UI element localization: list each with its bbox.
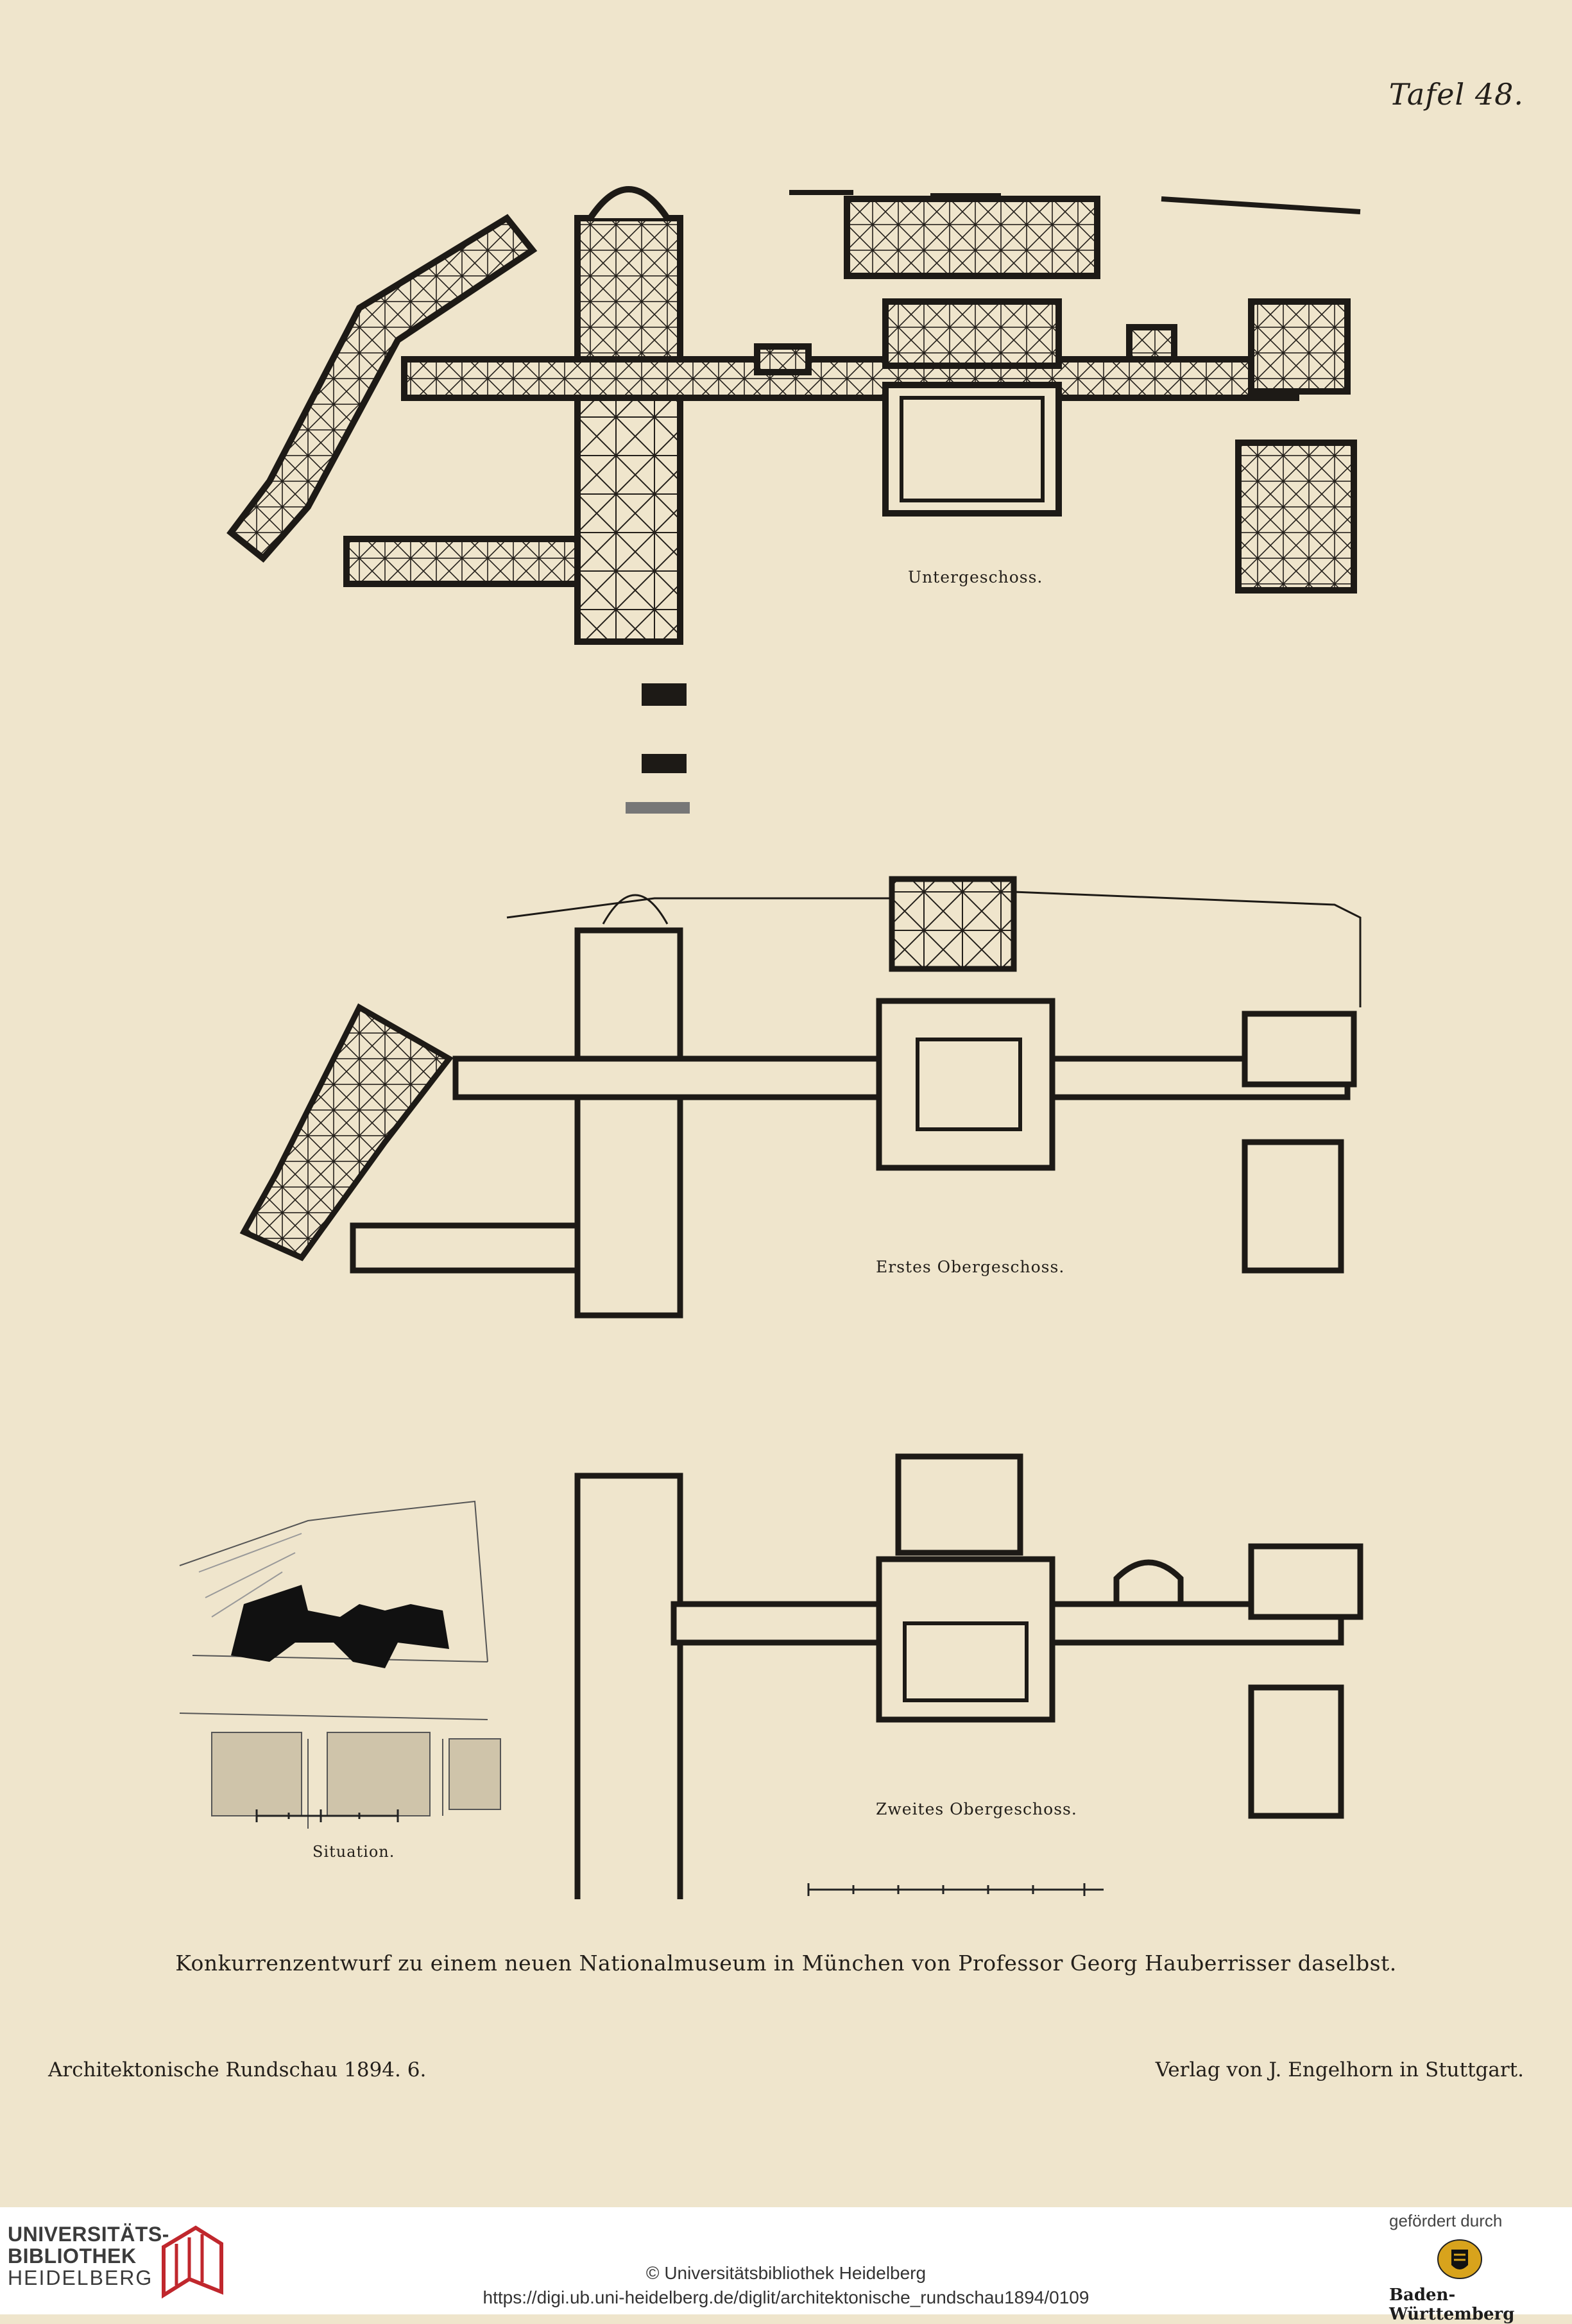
library-name-line3: HEIDELBERG bbox=[8, 2266, 153, 2289]
floor-label: Erstes Obergeschoss. bbox=[876, 1258, 1065, 1276]
floor-label: Untergeschoss. bbox=[908, 568, 1043, 586]
plate-number: Tafel 48. bbox=[1388, 77, 1524, 112]
floor-plan-drawing bbox=[226, 186, 1361, 814]
journal-reference: Architektonische Rundschau 1894. 6. bbox=[48, 2058, 427, 2081]
publisher-note: Verlag von J. Engelhorn in Stuttgart. bbox=[1155, 2058, 1524, 2081]
situation-label: Situation. bbox=[312, 1843, 395, 1861]
floor-label: Zweites Obergeschoss. bbox=[876, 1800, 1077, 1818]
floor-plan-erstes-obergeschoss: Erstes Obergeschoss. bbox=[0, 853, 1572, 1367]
floor-plan-zweites-obergeschoss: Zweites Obergeschoss. Situation. bbox=[0, 1450, 1572, 1899]
floor-plan-untergeschoss: Untergeschoss. bbox=[0, 148, 1572, 828]
copyright-notice: © Universitätsbibliothek Heidelberg bbox=[645, 2263, 927, 2283]
floor-plan-drawing bbox=[179, 1453, 1363, 1899]
library-book-icon bbox=[162, 2225, 223, 2299]
library-name-line2: BIBLIOTHEK bbox=[8, 2244, 137, 2268]
situation-map bbox=[179, 1500, 501, 1829]
permalink-url[interactable]: https://digi.ub.uni-heidelberg.de/diglit… bbox=[483, 2287, 1089, 2307]
library-logo[interactable]: UNIVERSITÄTS- BIBLIOTHEK HEIDELBERG bbox=[0, 2207, 269, 2314]
floor-plan-drawing bbox=[239, 876, 1362, 1319]
state-coat-of-arms-icon bbox=[1437, 2239, 1482, 2279]
library-banner: UNIVERSITÄTS- BIBLIOTHEK HEIDELBERG bbox=[0, 2207, 1572, 2314]
plate-caption: Konkurrenzentwurf zu einem neuen Nationa… bbox=[175, 1951, 1397, 1976]
library-logo-text: UNIVERSITÄTS- BIBLIOTHEK HEIDELBERG bbox=[8, 2223, 169, 2289]
plate-page: Tafel 48. bbox=[0, 77, 1572, 2081]
funded-by-label: gefördert durch bbox=[1389, 2211, 1503, 2230]
library-name-line1: UNIVERSITÄTS- bbox=[8, 2223, 169, 2246]
